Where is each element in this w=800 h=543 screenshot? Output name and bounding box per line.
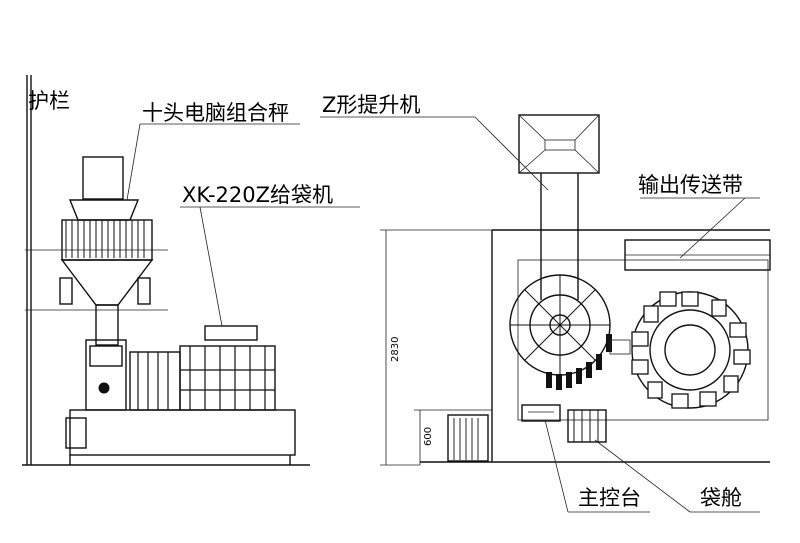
rotary-filler: [509, 274, 612, 390]
machine-frame: [420, 229, 770, 463]
height-dimension: [380, 229, 492, 466]
bag-hold: [567, 409, 607, 443]
label-bagger: XK-220Z给袋机: [182, 183, 333, 207]
plan-view: [380, 114, 771, 466]
guardrail: [22, 75, 310, 466]
label-console: 主控台: [578, 486, 641, 510]
multihead-weigher: [59, 156, 154, 346]
bagging-machine: [65, 325, 296, 465]
label-guardrail: 护栏: [28, 89, 70, 113]
right-leader-lines: [320, 116, 760, 513]
output-conveyor: [609, 239, 771, 355]
label-bag-hold: 袋舱: [700, 486, 742, 510]
bag-turntable: [631, 291, 751, 409]
label-elevator: Z形提升机: [322, 93, 420, 117]
side-elevation-view: [22, 75, 310, 466]
left-leader-lines: [126, 123, 360, 327]
dimension-platform: 600: [423, 427, 434, 446]
z-elevator: [518, 114, 600, 300]
label-weigher: 十头电脑组合秤: [142, 101, 289, 125]
label-conveyor: 输出传送带: [638, 173, 743, 197]
dimension-height: 2830: [390, 337, 401, 362]
main-console: [521, 404, 561, 422]
